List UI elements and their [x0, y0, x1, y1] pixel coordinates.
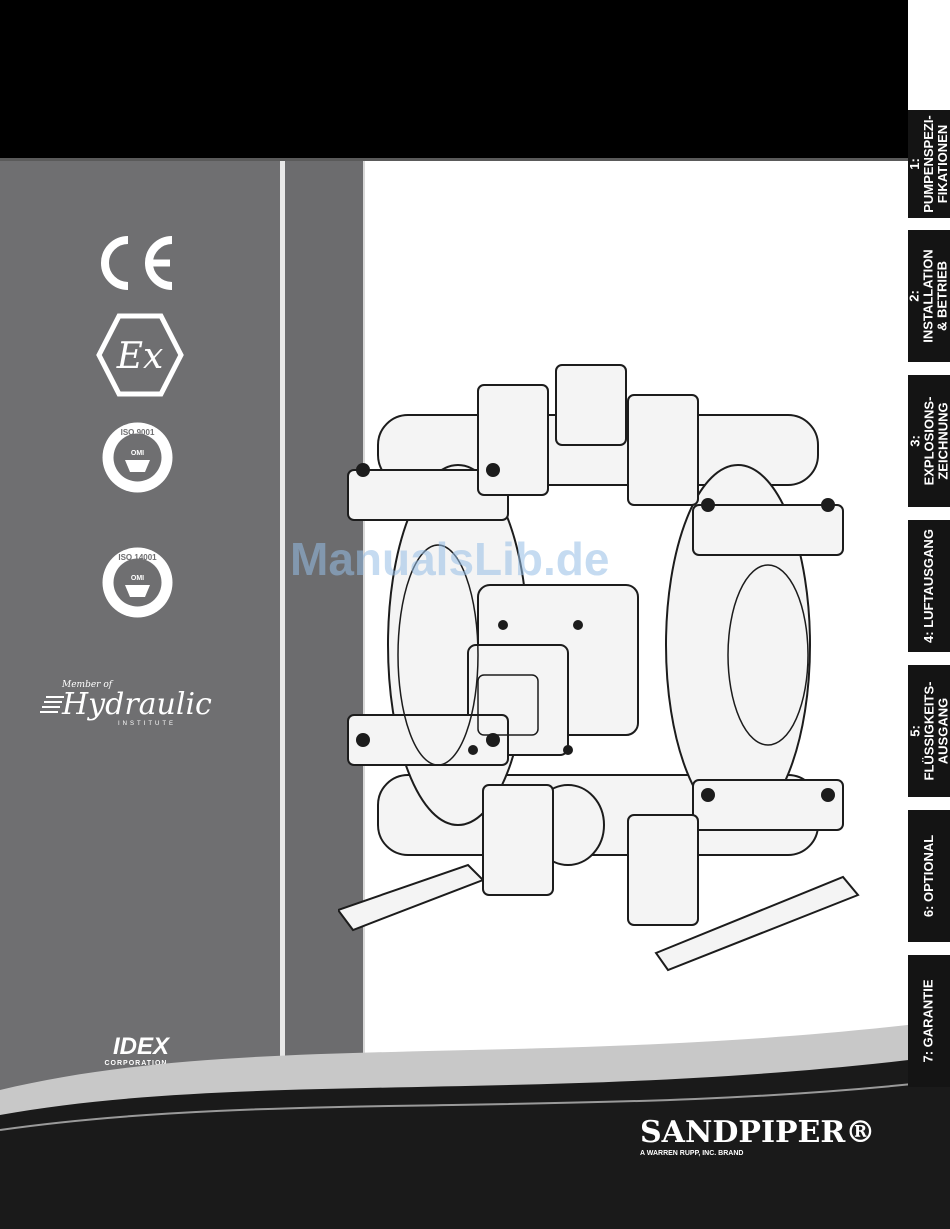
tab-pumpenspezifikationen[interactable]: 1: PUMPENSPEZI- FIKATIONEN	[908, 110, 950, 218]
hydraulic-institute-logo: Member of Hydraulic INSTITUTE	[40, 676, 225, 728]
brand-name: SANDPIPER®	[640, 1115, 875, 1150]
brand-tagline: A WARREN RUPP, INC. BRAND	[640, 1150, 875, 1157]
sandpiper-brand: SANDPIPER® A WARREN RUPP, INC. BRAND	[640, 1115, 875, 1157]
pump-illustration	[338, 355, 860, 975]
tab-label: 2: INSTALLATION & BETRIEB	[908, 249, 950, 342]
tab-installation-betrieb[interactable]: 2: INSTALLATION & BETRIEB	[908, 230, 950, 362]
watermark: ManualsLib.de	[290, 532, 609, 586]
tab-label: 7: GARANTIE	[922, 979, 936, 1062]
tab-label: 1: PUMPENSPEZI- FIKATIONEN	[908, 115, 950, 213]
tab-optional[interactable]: 6: OPTIONAL	[908, 810, 950, 942]
iso-14001-seal: ISO 14001 OMI	[100, 545, 175, 620]
tab-label: 6: OPTIONAL	[922, 835, 936, 917]
iso-14001-label: ISO 14001	[118, 553, 157, 562]
iso-9001-label: ISO 9001	[121, 428, 155, 437]
hydraulic-institute-label: INSTITUTE	[118, 721, 176, 727]
hydraulic-name: Hydraulic	[61, 687, 212, 722]
top-black-bar	[0, 0, 908, 158]
iso-9001-seal: ISO 9001 OMI	[100, 420, 175, 495]
omi-label-2: OMI	[131, 575, 144, 582]
tab-label: 5: FLÜSSIGKEITS- AUSGANG	[908, 682, 950, 781]
tab-fluessigkeitsausgang[interactable]: 5: FLÜSSIGKEITS- AUSGANG	[908, 665, 950, 797]
tab-label: 3: EXPLOSIONS- ZEICHNUNG	[908, 397, 950, 486]
tab-label: 4: LUFTAUSGANG	[922, 529, 936, 643]
tab-explosionszeichnung[interactable]: 3: EXPLOSIONS- ZEICHNUNG	[908, 375, 950, 507]
tab-garantie[interactable]: 7: GARANTIE	[908, 955, 950, 1087]
omi-label: OMI	[131, 450, 144, 457]
tab-luftausgang[interactable]: 4: LUFTAUSGANG	[908, 520, 950, 652]
ex-mark-logo: Ex	[95, 313, 185, 397]
ce-mark-logo: CE	[90, 228, 180, 298]
ex-label: Ex	[116, 336, 164, 377]
